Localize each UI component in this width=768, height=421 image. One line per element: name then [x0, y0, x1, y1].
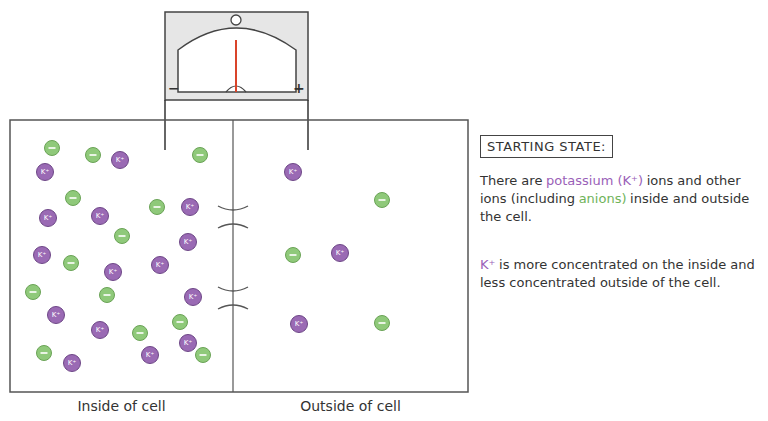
- ion-label: K⁺: [52, 312, 60, 319]
- potassium-ion: K⁺: [36, 163, 54, 181]
- ion-label: K⁺: [41, 169, 49, 176]
- note-text: There are: [480, 173, 542, 188]
- potassium-ion: K⁺: [290, 315, 308, 333]
- potassium-ion: K⁺: [331, 244, 349, 262]
- cell-region: Inside of cellK⁺K⁺K⁺K⁺K⁺K⁺K⁺K⁺K⁺K⁺K⁺K⁺K⁺…: [10, 120, 233, 392]
- potassium-ion: K⁺: [284, 163, 302, 181]
- potassium-ion: K⁺: [151, 256, 169, 274]
- ion-label: K⁺: [96, 213, 104, 220]
- potassium-ion: K⁺: [33, 246, 51, 264]
- ion-label: K⁺: [38, 252, 46, 259]
- ion-label: K⁺: [186, 204, 194, 211]
- ion-label: K⁺: [156, 262, 164, 269]
- ion-label: K⁺: [146, 352, 154, 359]
- potassium-ion: K⁺: [141, 346, 159, 364]
- voltmeter-dial: [178, 28, 296, 92]
- cell-region: Outside of cellK⁺K⁺K⁺: [233, 120, 468, 392]
- potassium-ion: K⁺: [63, 354, 81, 372]
- highlight-term: anions): [579, 191, 627, 206]
- meter-polarity: −: [168, 80, 180, 96]
- ion-label: K⁺: [68, 360, 76, 367]
- meter-knob: [231, 15, 241, 25]
- meter-needle: [235, 40, 237, 92]
- ion-label: K⁺: [44, 215, 52, 222]
- note-paragraph: There arepotassium (K⁺)ions and other io…: [480, 172, 758, 226]
- cell-membrane: [232, 120, 233, 392]
- electrode-wire: [164, 100, 166, 150]
- potassium-ion: K⁺: [104, 263, 122, 281]
- ion-label: K⁺: [116, 157, 124, 164]
- potassium-ion: K⁺: [179, 334, 197, 352]
- potassium-ion: K⁺: [91, 321, 109, 339]
- potassium-ion: K⁺: [111, 151, 129, 169]
- chamber-outline: [10, 120, 468, 392]
- potassium-channel: [218, 206, 248, 309]
- note-paragraph: K⁺is more concentrated on the inside and…: [480, 256, 758, 292]
- ion-label: K⁺: [184, 239, 192, 246]
- potassium-ion: K⁺: [184, 288, 202, 306]
- state-heading-box: STARTING STATE:: [480, 135, 613, 158]
- heading-text: STARTING STATE:: [487, 139, 606, 154]
- region-title: Inside of cell: [10, 398, 233, 414]
- ion-label: K⁺: [295, 321, 303, 328]
- potassium-ion: K⁺: [39, 209, 57, 227]
- ion-label: K⁺: [189, 294, 197, 301]
- ion-label: K⁺: [184, 340, 192, 347]
- anion-symbol: [26, 141, 390, 363]
- potassium-ion: K⁺: [47, 306, 65, 324]
- ion-label: K⁺: [96, 327, 104, 334]
- ion-label: K⁺: [289, 169, 297, 176]
- region-title: Outside of cell: [233, 398, 468, 414]
- highlight-term: potassium (K⁺): [546, 173, 643, 188]
- potassium-ion: K⁺: [181, 198, 199, 216]
- voltmeter-box: [165, 12, 308, 100]
- note-text: is more concentrated on the inside and l…: [480, 257, 755, 290]
- ion-label: K⁺: [109, 269, 117, 276]
- electrode-wire: [307, 100, 309, 150]
- meter-polarity: +: [293, 80, 305, 96]
- highlight-term: K⁺: [480, 257, 495, 272]
- ion-label: K⁺: [336, 250, 344, 257]
- potassium-ion: K⁺: [179, 233, 197, 251]
- potassium-ion: K⁺: [91, 207, 109, 225]
